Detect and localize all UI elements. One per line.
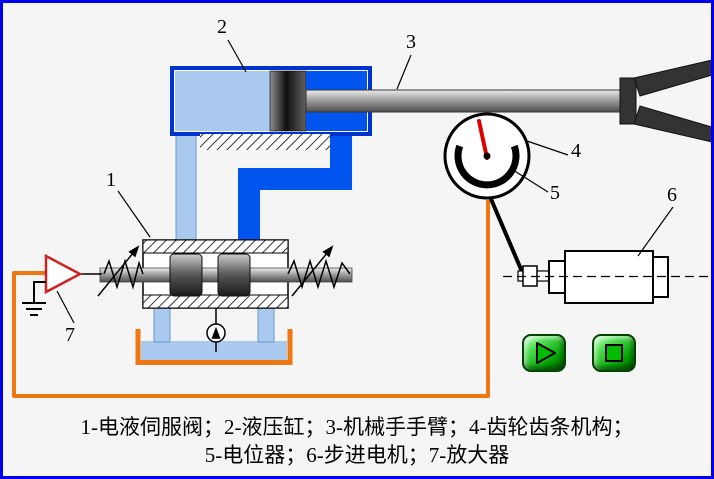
leader-lines bbox=[56, 39, 674, 324]
valve-spring-right bbox=[287, 258, 351, 290]
feedback-wire bbox=[12, 200, 490, 398]
leader-line-3 bbox=[396, 54, 412, 90]
valve-body-hatch-bottom bbox=[142, 294, 289, 309]
pump-symbol bbox=[206, 308, 226, 352]
valve-body-hatch-top bbox=[142, 239, 289, 254]
valve-spool-land-left bbox=[169, 253, 203, 297]
play-icon bbox=[536, 342, 556, 364]
legend-caption: 1-电液伺服阀；2-液压缸；3-机械手手臂；4-齿轮齿条机构； 5-电位器；6-… bbox=[3, 413, 711, 469]
hydraulic-cylinder bbox=[170, 66, 372, 136]
ground-symbol bbox=[22, 302, 46, 316]
supply-pipe-right bbox=[238, 133, 352, 252]
leader-line-6 bbox=[637, 206, 674, 257]
valve-solenoid-arrow-right bbox=[291, 245, 334, 297]
valve-spring-left bbox=[103, 258, 144, 290]
legend-line-2: 5-电位器；6-步进电机；7-放大器 bbox=[204, 443, 510, 467]
play-button[interactable] bbox=[522, 334, 566, 372]
stop-button[interactable] bbox=[592, 334, 636, 372]
valve-solenoid-arrow-left bbox=[97, 245, 140, 297]
label-potentiometer: 5 bbox=[550, 182, 560, 204]
label-servo-valve: 1 bbox=[106, 169, 116, 191]
valve-spool-land-right bbox=[217, 253, 251, 297]
cylinder-mount-hatch bbox=[200, 134, 330, 150]
leader-line-7 bbox=[56, 290, 75, 324]
potentiometer-track bbox=[454, 144, 520, 189]
leader-line-1 bbox=[117, 190, 151, 238]
return-pipe-right bbox=[257, 305, 275, 343]
label-stepper-motor: 6 bbox=[667, 184, 677, 206]
pot-motor-linkage bbox=[486, 191, 525, 275]
leader-line-2 bbox=[227, 39, 247, 73]
amplifier-triangle bbox=[44, 253, 83, 295]
label-amplifier: 7 bbox=[65, 324, 75, 346]
dial-hub bbox=[483, 152, 491, 160]
dial-needle bbox=[477, 119, 489, 160]
gripper-hand bbox=[619, 59, 711, 143]
servo-valve bbox=[97, 239, 353, 309]
tank-wall bbox=[135, 329, 293, 365]
legend-line-1: 1-电液伺服阀；2-液压缸；3-机械手手臂；4-齿轮齿条机构； bbox=[80, 415, 634, 439]
stepper-motor bbox=[503, 250, 711, 304]
leader-line-5 bbox=[512, 169, 549, 193]
piston-rod-arm bbox=[305, 89, 623, 113]
amplifier bbox=[22, 253, 102, 316]
supply-pipe-left bbox=[175, 132, 197, 253]
gear-rack-dial bbox=[443, 112, 531, 200]
piston bbox=[269, 70, 307, 132]
return-pipe-left bbox=[153, 305, 171, 343]
oil-tank bbox=[135, 329, 293, 365]
leader-line-4 bbox=[526, 140, 569, 156]
label-cylinder: 2 bbox=[217, 16, 227, 38]
cylinder-chamber-left bbox=[175, 71, 270, 131]
stop-icon bbox=[605, 344, 623, 362]
label-gear-rack: 4 bbox=[571, 140, 581, 162]
tank-fluid bbox=[141, 341, 287, 362]
label-arm: 3 bbox=[406, 31, 416, 53]
